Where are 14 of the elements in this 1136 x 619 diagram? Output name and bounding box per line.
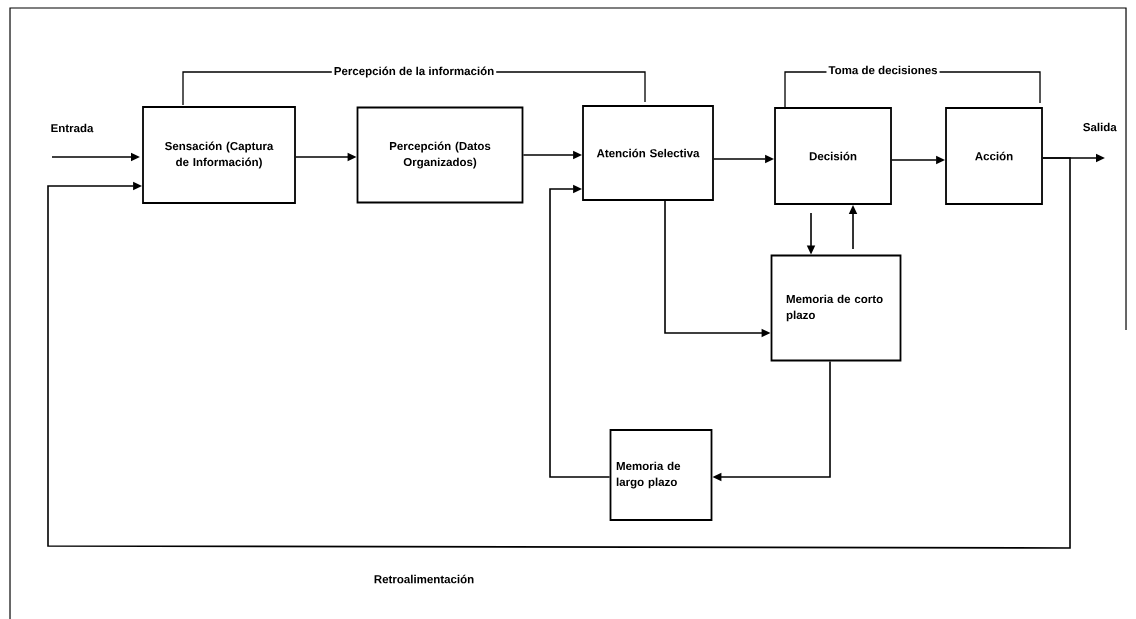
process-box: Memoria de largo plazo xyxy=(609,429,713,521)
output-label: Salida xyxy=(1080,120,1119,134)
arrow xyxy=(549,184,611,478)
input-label: Entrada xyxy=(48,121,96,135)
feedback-arrow xyxy=(47,157,1071,549)
process-box: Sensación (Captura de Información) xyxy=(142,106,296,204)
edge-label: Retroalimentación xyxy=(371,572,477,586)
process-box: Percepción (Datos Organizados) xyxy=(356,106,524,204)
process-box: Decisión xyxy=(774,107,892,205)
process-box: Acción xyxy=(945,107,1043,205)
group-label: Percepción de la información xyxy=(331,64,497,80)
group-label: Toma de decisiones xyxy=(826,63,940,77)
process-box: Memoria de corto plazo xyxy=(770,254,902,362)
process-box: Atención Selectiva xyxy=(582,105,714,201)
